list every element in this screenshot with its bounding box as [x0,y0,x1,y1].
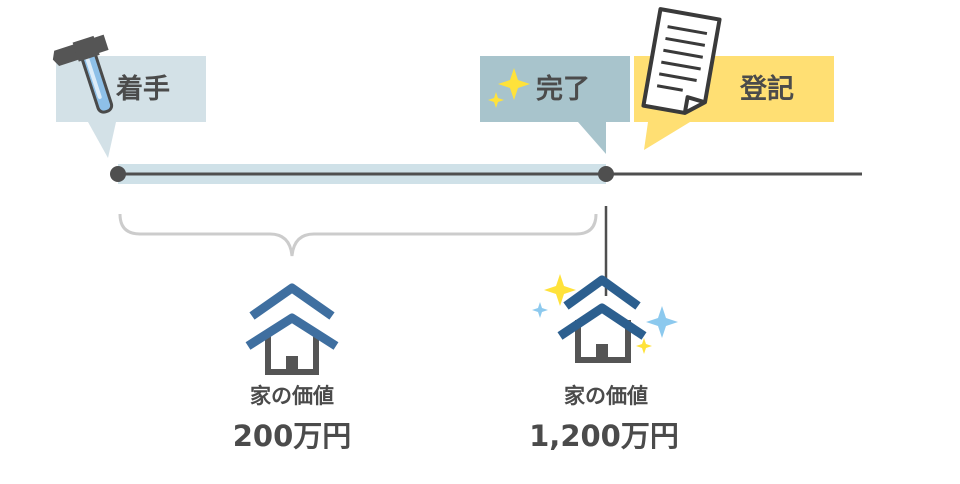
document-icon [641,7,722,115]
start-point [110,166,126,182]
house-value-caption-1: 家の価値 [250,384,334,408]
registration-stage-label: 登記 [740,74,794,105]
complete-bubble [480,56,630,154]
house-value-amount-2: 1,200万円 [529,419,679,453]
hammer-icon [52,34,114,114]
complete-stage-label: 完了 [536,74,590,105]
construction-period-brace [118,213,598,257]
complete-point [598,166,614,182]
sparkle-icon [488,68,530,108]
house-value-amount-1: 200万円 [232,419,352,453]
house-icon [245,283,339,375]
house-value-caption-2: 家の価値 [564,384,648,408]
start-bubble [56,56,206,158]
house-sparkle-icon [532,274,678,363]
start-stage-label: 着手 [116,74,170,105]
